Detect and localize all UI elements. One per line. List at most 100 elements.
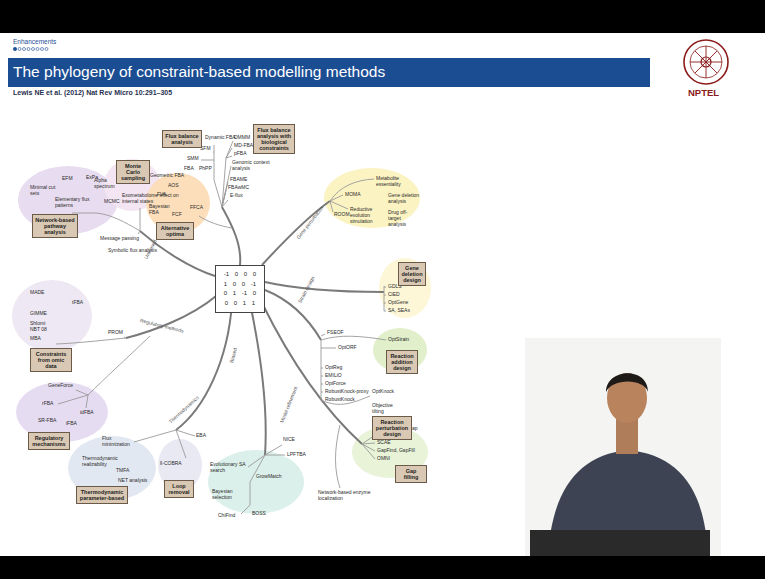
category-box: Reaction addition design [386,350,418,374]
method-label: FBAME [230,177,247,183]
method-label: Exometabolome effect on internal states [122,193,180,205]
method-label: OptKnock [372,389,394,395]
category-name: Regulatory mechanisms [31,435,67,448]
method-label: OptStrain [388,337,409,343]
method-label: Shlomi NBT 08 [30,321,52,333]
method-label: MADE [30,290,44,296]
method-label: DMMM [234,135,250,141]
section-label: Enhancements [13,38,56,45]
method-label: TMFA [116,468,129,474]
method-label: PhPP [199,166,212,172]
method-label: Network-based enzyme localization [318,490,374,502]
category-name: Network-based pathway analysis [35,217,75,236]
method-label: OptReg [325,365,342,371]
category-box: Monte Carlo sampling [116,160,150,184]
method-label: MD-FBA [234,143,253,149]
category-name: Alternative optima [159,225,191,238]
method-label: tFBA [72,300,83,306]
method-label: SR-FBA [38,418,56,424]
method-label: Dynamic FBA [205,135,236,141]
branch-label: Gene perturbation [296,205,325,240]
method-label: EBA [196,433,206,439]
method-label: MOMA [345,192,361,198]
speaker-video [525,338,721,556]
top-bar [0,0,765,33]
slide-title: The phylogeny of constraint-based modell… [13,63,385,81]
method-label: Alpha spectrum [94,178,118,190]
method-label: FFCA [190,205,203,211]
matrix-row: 1 0 0 -1 [219,280,261,290]
tree-trunks [126,201,384,455]
category-box: Regulatory mechanisms [28,432,70,450]
method-label: Reductive evolution simulation [350,207,386,224]
method-label: FBA [184,166,194,172]
method-label: Metabolite essentiality [376,176,410,188]
method-label: PROM [108,330,123,336]
method-label: SA, SEAs [388,308,410,314]
method-label: CiED [388,292,400,298]
matrix-row: 0 0 1 1 [219,299,261,309]
tree-branches [56,141,386,514]
method-label: ROOM [334,212,350,218]
nptel-logo [684,40,728,84]
method-label: LPFTBA [287,452,306,458]
method-label: OptForce [325,381,346,387]
category-box: Reaction perturbation design [372,416,412,440]
method-label: EFM [62,176,73,182]
method-label: Elementary flux patterns [55,197,99,209]
method-label: SCAE [377,440,391,446]
method-label: FBAwMC [228,185,249,191]
method-label: ll-COBRA [160,461,182,467]
method-label: Objective tilting [372,403,402,415]
method-label: Gene deletion analysis [388,193,420,205]
category-name: Reaction perturbation design [375,419,409,438]
method-label: GeneForce [48,383,73,389]
category-box: Constraints from omic data [30,348,72,372]
method-label: GIMME [30,311,47,317]
method-label: GapFind, GapFill [377,448,415,454]
method-label: MCMC [104,199,120,205]
category-box: Flux balance analysis with biological co… [253,124,295,154]
category-box: Gap filling [395,465,427,483]
method-label: Bayesian FBA [149,204,171,216]
category-name: Gap filling [398,468,424,481]
method-label: Geometric FBA [150,173,184,179]
method-label: AOS [168,183,179,189]
method-label: FSEOF [327,330,344,336]
method-label: Evolutionary SA search [210,462,246,474]
category-box: Gene deletion design [398,262,426,286]
branch-label: Biased [229,347,239,363]
method-label: Genomic context analysis [232,160,272,172]
progress-dots [13,47,48,50]
method-label: MBA [30,336,41,342]
method-label: ChiFind [218,513,235,519]
method-label: RobustKnock [325,397,355,403]
stoichiometric-matrix: -1 0 0 01 0 0 -10 1 -1 00 0 1 1 [215,265,265,313]
category-box: Flux balance analysis [162,130,202,148]
method-label: Drug off-target analysis [388,210,418,227]
category-name: Flux balance analysis [165,133,199,146]
method-label: Minimal cut sets [30,185,58,197]
category-name: Constraints from omic data [33,351,69,370]
category-name: Loop removal [167,483,191,496]
category-box: Thermodynamic parameter-based [76,486,128,504]
category-box: Loop removal [164,480,194,498]
method-label: RobustKnock-proxy [325,389,369,395]
method-label: iFBA [66,421,77,427]
method-label: Message passing [100,236,139,242]
logo-text: NPTEL [688,88,719,99]
method-label: Thermodynamic realizability [82,456,124,468]
method-label: EMILiO [325,373,342,379]
title-bar [8,58,650,87]
method-label: SMM [187,156,199,162]
method-label: GrowMatch [256,474,282,480]
category-name: Reaction addition design [389,353,415,372]
category-name: Thermodynamic parameter-based [79,489,125,502]
branch-label: Model refinement [279,386,299,424]
bottom-bar [0,556,765,579]
category-name: Flux balance analysis with biological co… [256,127,292,152]
method-label: FCF [172,212,182,218]
method-label: BOSS [252,511,266,517]
method-label: rFBA [42,401,53,407]
category-box: Alternative optima [156,222,194,240]
